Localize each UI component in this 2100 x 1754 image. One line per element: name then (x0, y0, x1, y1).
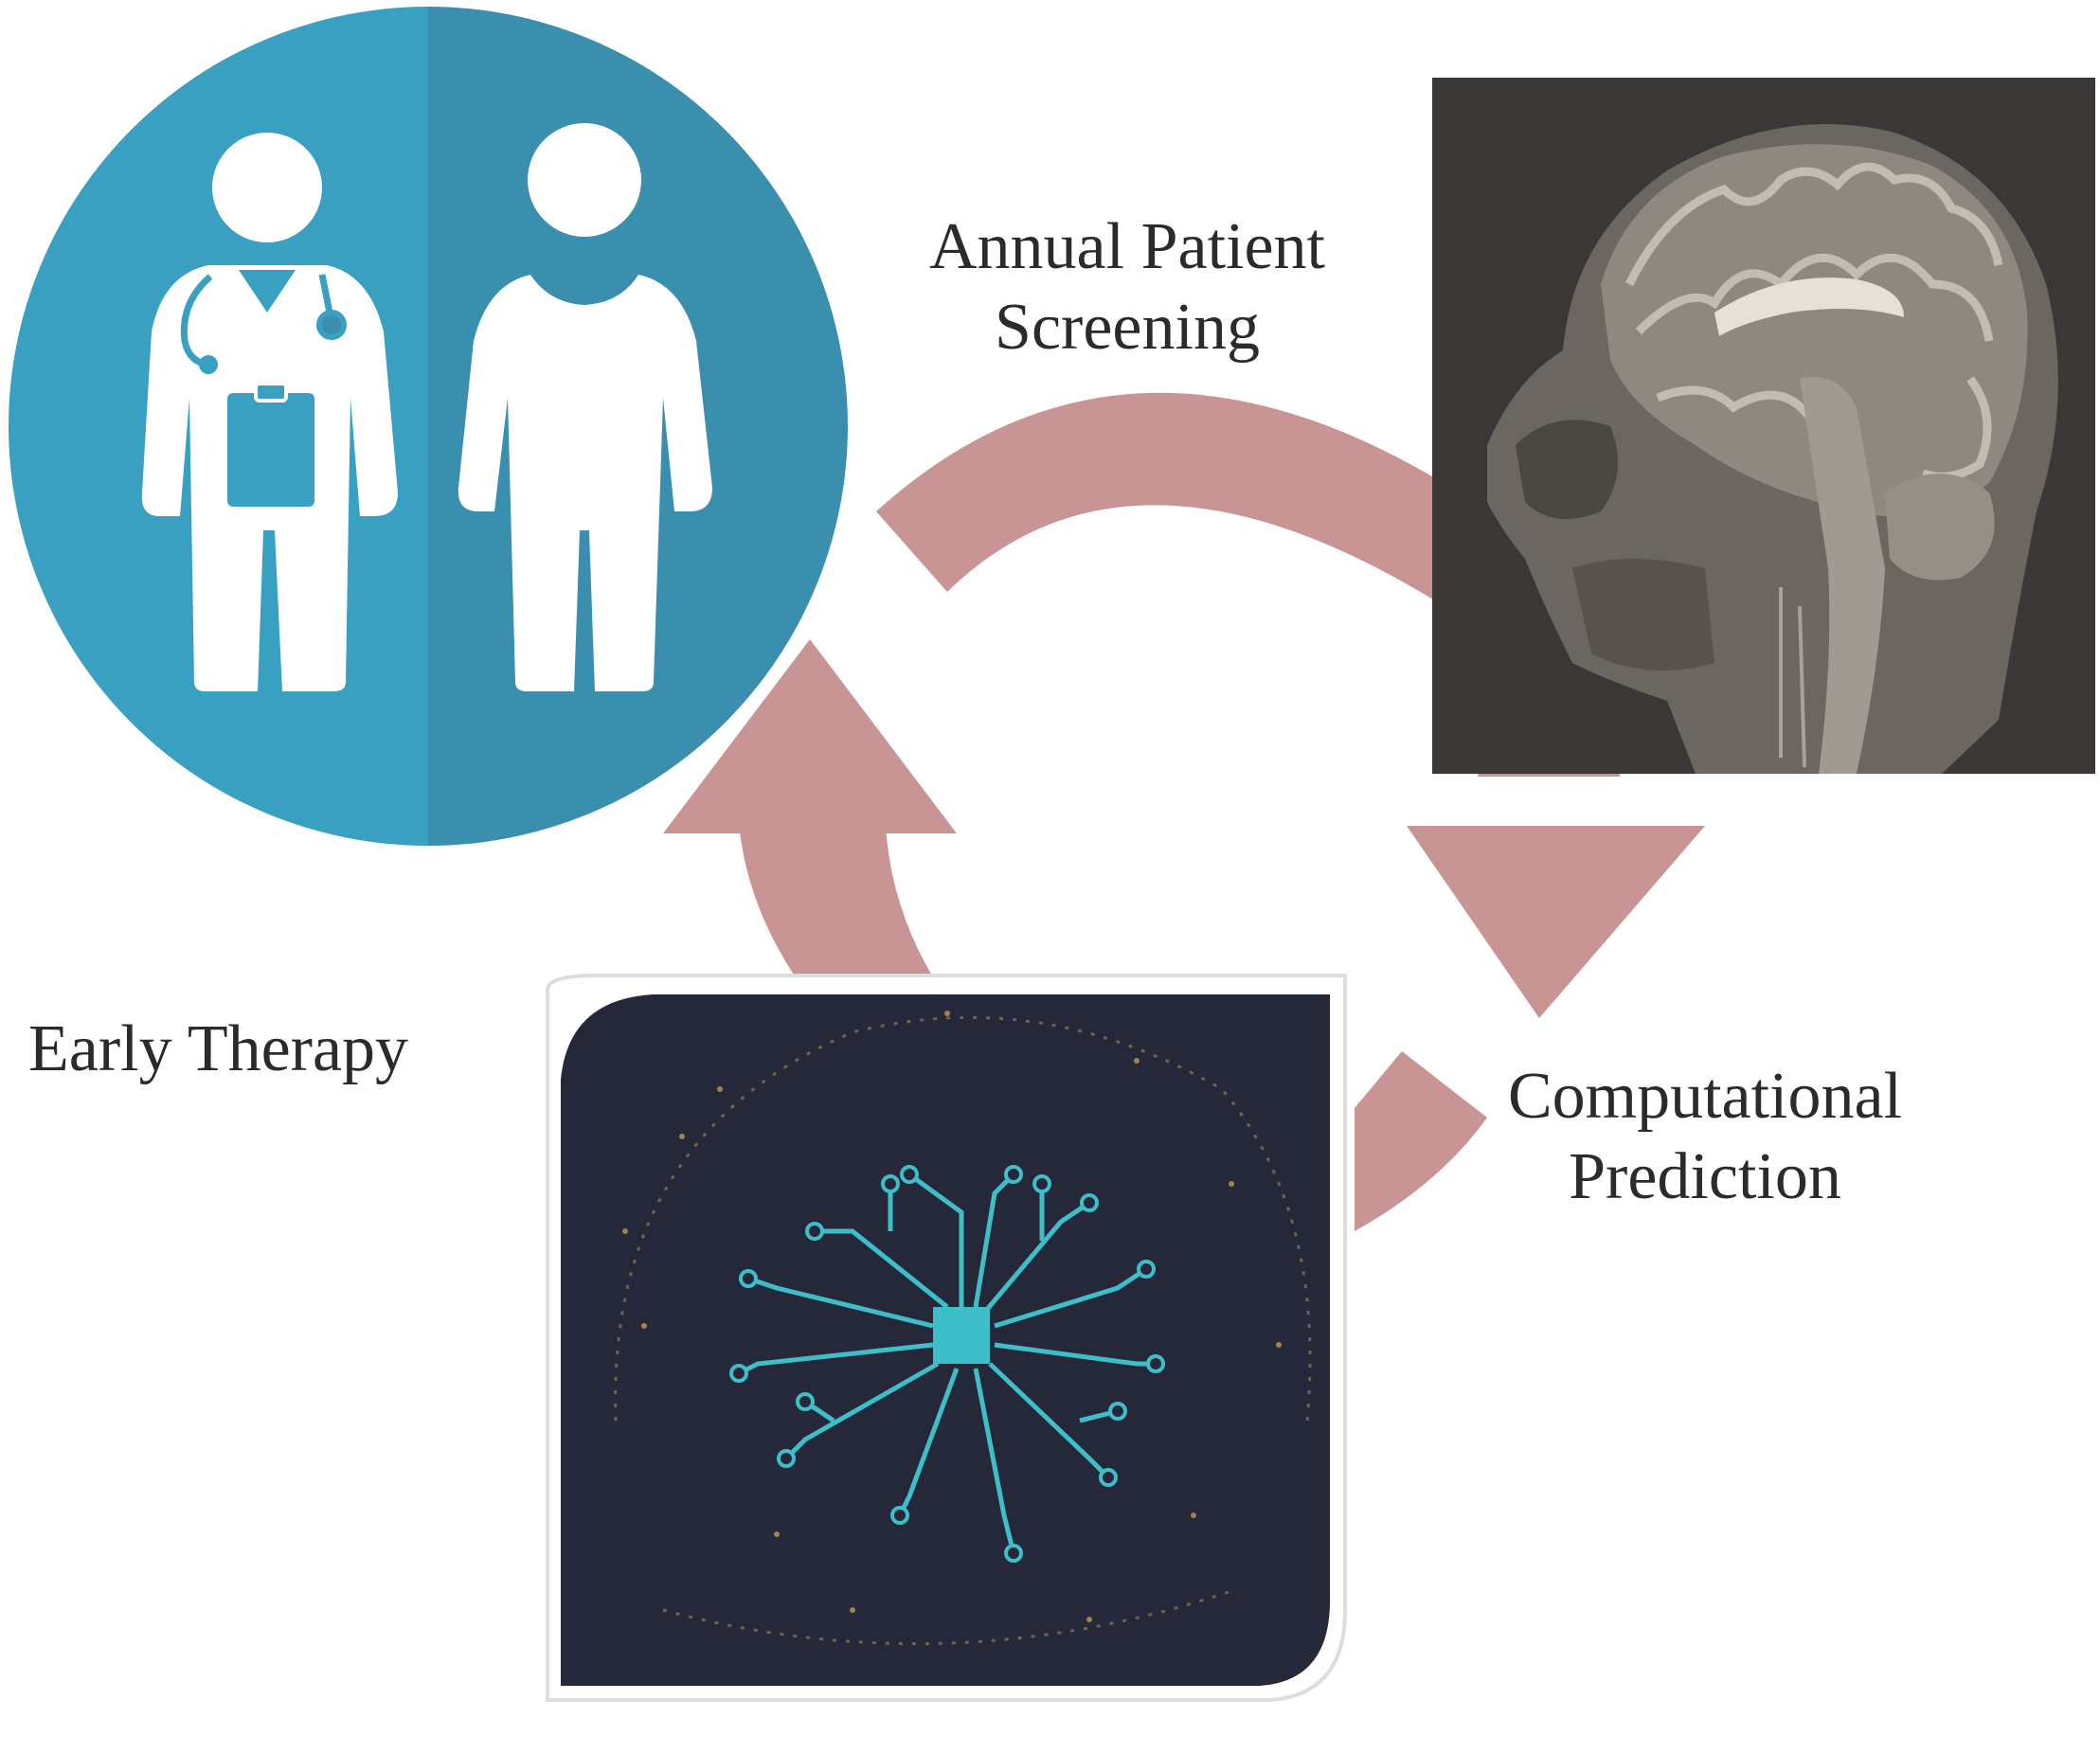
arrow-prediction-head (1407, 826, 1705, 1018)
label-early-therapy: Early Therapy (28, 1012, 409, 1085)
arrow-screening-arc (876, 392, 1459, 616)
arrow-prediction-tail (1355, 1051, 1487, 1231)
label-annual-patient-screening: Annual Patient Screening (881, 206, 1373, 368)
label-computational-prediction: Computational Prediction (1459, 1056, 1951, 1218)
arrow-therapy-head (663, 639, 957, 833)
label-screening-line-1: Annual Patient (929, 210, 1325, 283)
label-screening-line-2: Screening (995, 291, 1260, 365)
patient-figure-icon (458, 123, 712, 691)
label-prediction-line-1: Computational (1507, 1060, 1903, 1133)
arrow-therapy-arc (739, 824, 938, 1004)
label-prediction-line-2: Prediction (1569, 1140, 1841, 1214)
processor-chip-icon (933, 1307, 990, 1364)
